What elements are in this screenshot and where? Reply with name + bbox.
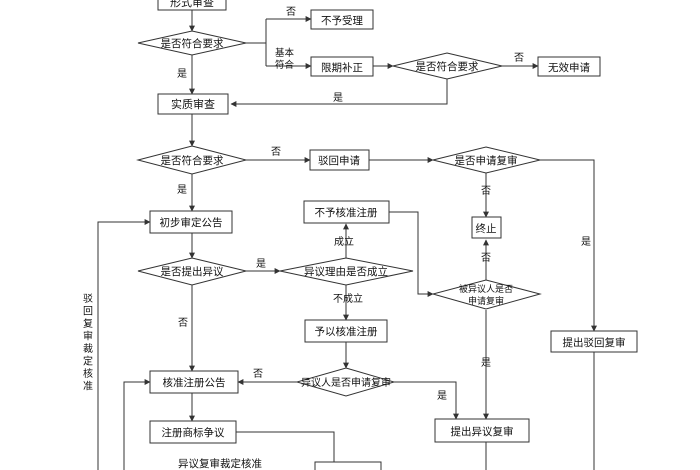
node-terminate-label: 终止 <box>476 222 497 235</box>
label-q1-yes: 是 <box>177 68 187 80</box>
node-trademark-dispute: 注册商标争议 <box>149 420 237 444</box>
node-substantive-review-label: 实质审查 <box>171 97 215 111</box>
node-invalid-label: 无效申请 <box>548 61 590 74</box>
node-not-accepted: 不予受理 <box>310 9 374 30</box>
label-q3-no: 否 <box>271 146 281 158</box>
decision-opposed-party-review-line1: 被异议人是否申请复审 <box>459 283 513 307</box>
node-opposition-review-label: 提出异议复审 <box>451 425 514 438</box>
decision-apply-review-1: 是否申请复审 <box>432 146 541 174</box>
node-preliminary-announce-label: 初步审定公告 <box>160 216 223 229</box>
label-opposed-q-yes: 是 <box>481 357 491 369</box>
decision-opposition-valid-label: 异议理由是否成立 <box>304 265 388 278</box>
label-basic-fit-2: 符合 <box>275 59 295 71</box>
note-review-ruling: 异议复审裁定核准 <box>178 457 262 470</box>
node-approval-announce-label: 核准注册公告 <box>163 376 226 389</box>
node-file-rejection-review: 提出驳回复审 <box>550 330 638 353</box>
node-formal-review-label: 形式审查 <box>170 0 214 9</box>
node-preliminary-announce: 初步审定公告 <box>149 210 233 234</box>
decision-opponent-review: 异议人是否申请复审 <box>295 367 396 397</box>
decision-opposition-label: 是否提出异议 <box>161 265 224 278</box>
decision-opposition-valid: 异议理由是否成立 <box>279 257 414 286</box>
node-refuse-registration: 不予核准注册 <box>303 200 390 224</box>
node-not-accepted-label: 不予受理 <box>321 15 363 27</box>
label-q3-yes: 是 <box>177 184 187 196</box>
edge-opponent-q-yes <box>394 381 459 420</box>
label-review-q-no: 否 <box>481 185 491 197</box>
decision-opponent-review-label: 异议人是否申请复审 <box>301 376 391 389</box>
label-opp-q-no: 否 <box>178 317 188 329</box>
nodes: 形式审查 是否符合要求 不予受理 限期补正 是否符合要求 无效申请 实质审查 <box>136 0 638 470</box>
edge-labels: 否 基本 符合 否 是 是 否 是 否 是 否 是 成立 不成立 否 是 否 是… <box>83 6 591 402</box>
node-bottom-partial <box>314 461 382 470</box>
node-approve-registration-label: 予以核准注册 <box>315 325 378 338</box>
node-substantive-review: 实质审查 <box>157 93 229 115</box>
node-correction-label: 限期补正 <box>321 61 363 74</box>
label-opponent-q-yes: 是 <box>437 390 447 402</box>
label-opponent-q-no: 否 <box>253 368 263 380</box>
edge-review-q-yes-right <box>540 159 597 332</box>
node-approval-announce: 核准注册公告 <box>149 370 239 394</box>
decision-apply-review-1-label: 是否申请复审 <box>455 154 518 167</box>
edges <box>97 10 597 470</box>
decision-opposition: 是否提出异议 <box>137 257 247 286</box>
node-correction: 限期补正 <box>310 56 374 77</box>
decision-opposed-party-review: 被异议人是否申请复审 <box>431 279 542 310</box>
decision-meets-req-3: 是否符合要求 <box>136 145 248 175</box>
node-trademark-dispute-label: 注册商标争议 <box>162 426 225 439</box>
label-basic-fit-1: 基本 <box>275 47 295 59</box>
label-opp-q-yes: 是 <box>256 258 266 270</box>
node-terminate: 终止 <box>471 216 502 239</box>
edge-left-loop-prelim <box>97 219 151 470</box>
decision-meets-req-2-label: 是否符合要求 <box>416 60 479 73</box>
label-opposed-q-no: 否 <box>481 252 491 264</box>
label-vertical-ruling: 驳回复审裁定核准 <box>83 293 93 393</box>
label-q2-no: 否 <box>514 52 524 64</box>
label-not-valid: 不成立 <box>333 292 363 305</box>
decision-meets-req-1: 是否符合要求 <box>137 30 247 56</box>
label-valid: 成立 <box>334 235 354 248</box>
label-review-q-yes: 是 <box>581 236 591 248</box>
decision-meets-req-2: 是否符合要求 <box>392 52 503 80</box>
node-rejection-label: 驳回申请 <box>318 154 360 167</box>
node-rejection: 驳回申请 <box>309 149 370 171</box>
node-invalid: 无效申请 <box>537 56 601 77</box>
node-opposition-review: 提出异议复审 <box>434 418 530 443</box>
node-formal-review: 形式审查 <box>157 0 227 11</box>
edge-q2-yes-back <box>230 79 448 107</box>
decision-meets-req-1-label: 是否符合要求 <box>161 37 224 50</box>
edge-refuse-to-opposed-q <box>389 211 434 297</box>
edge-left-loop-announce <box>123 379 151 470</box>
node-approve-registration: 予以核准注册 <box>304 319 388 343</box>
node-file-rejection-review-label: 提出驳回复审 <box>563 336 626 349</box>
label-q2-yes: 是 <box>333 92 343 104</box>
decision-meets-req-3-label: 是否符合要求 <box>161 154 224 167</box>
node-refuse-registration-label: 不予核准注册 <box>315 206 378 219</box>
edge-dispute-right <box>236 431 335 462</box>
label-no-not-accepted: 否 <box>286 6 296 18</box>
